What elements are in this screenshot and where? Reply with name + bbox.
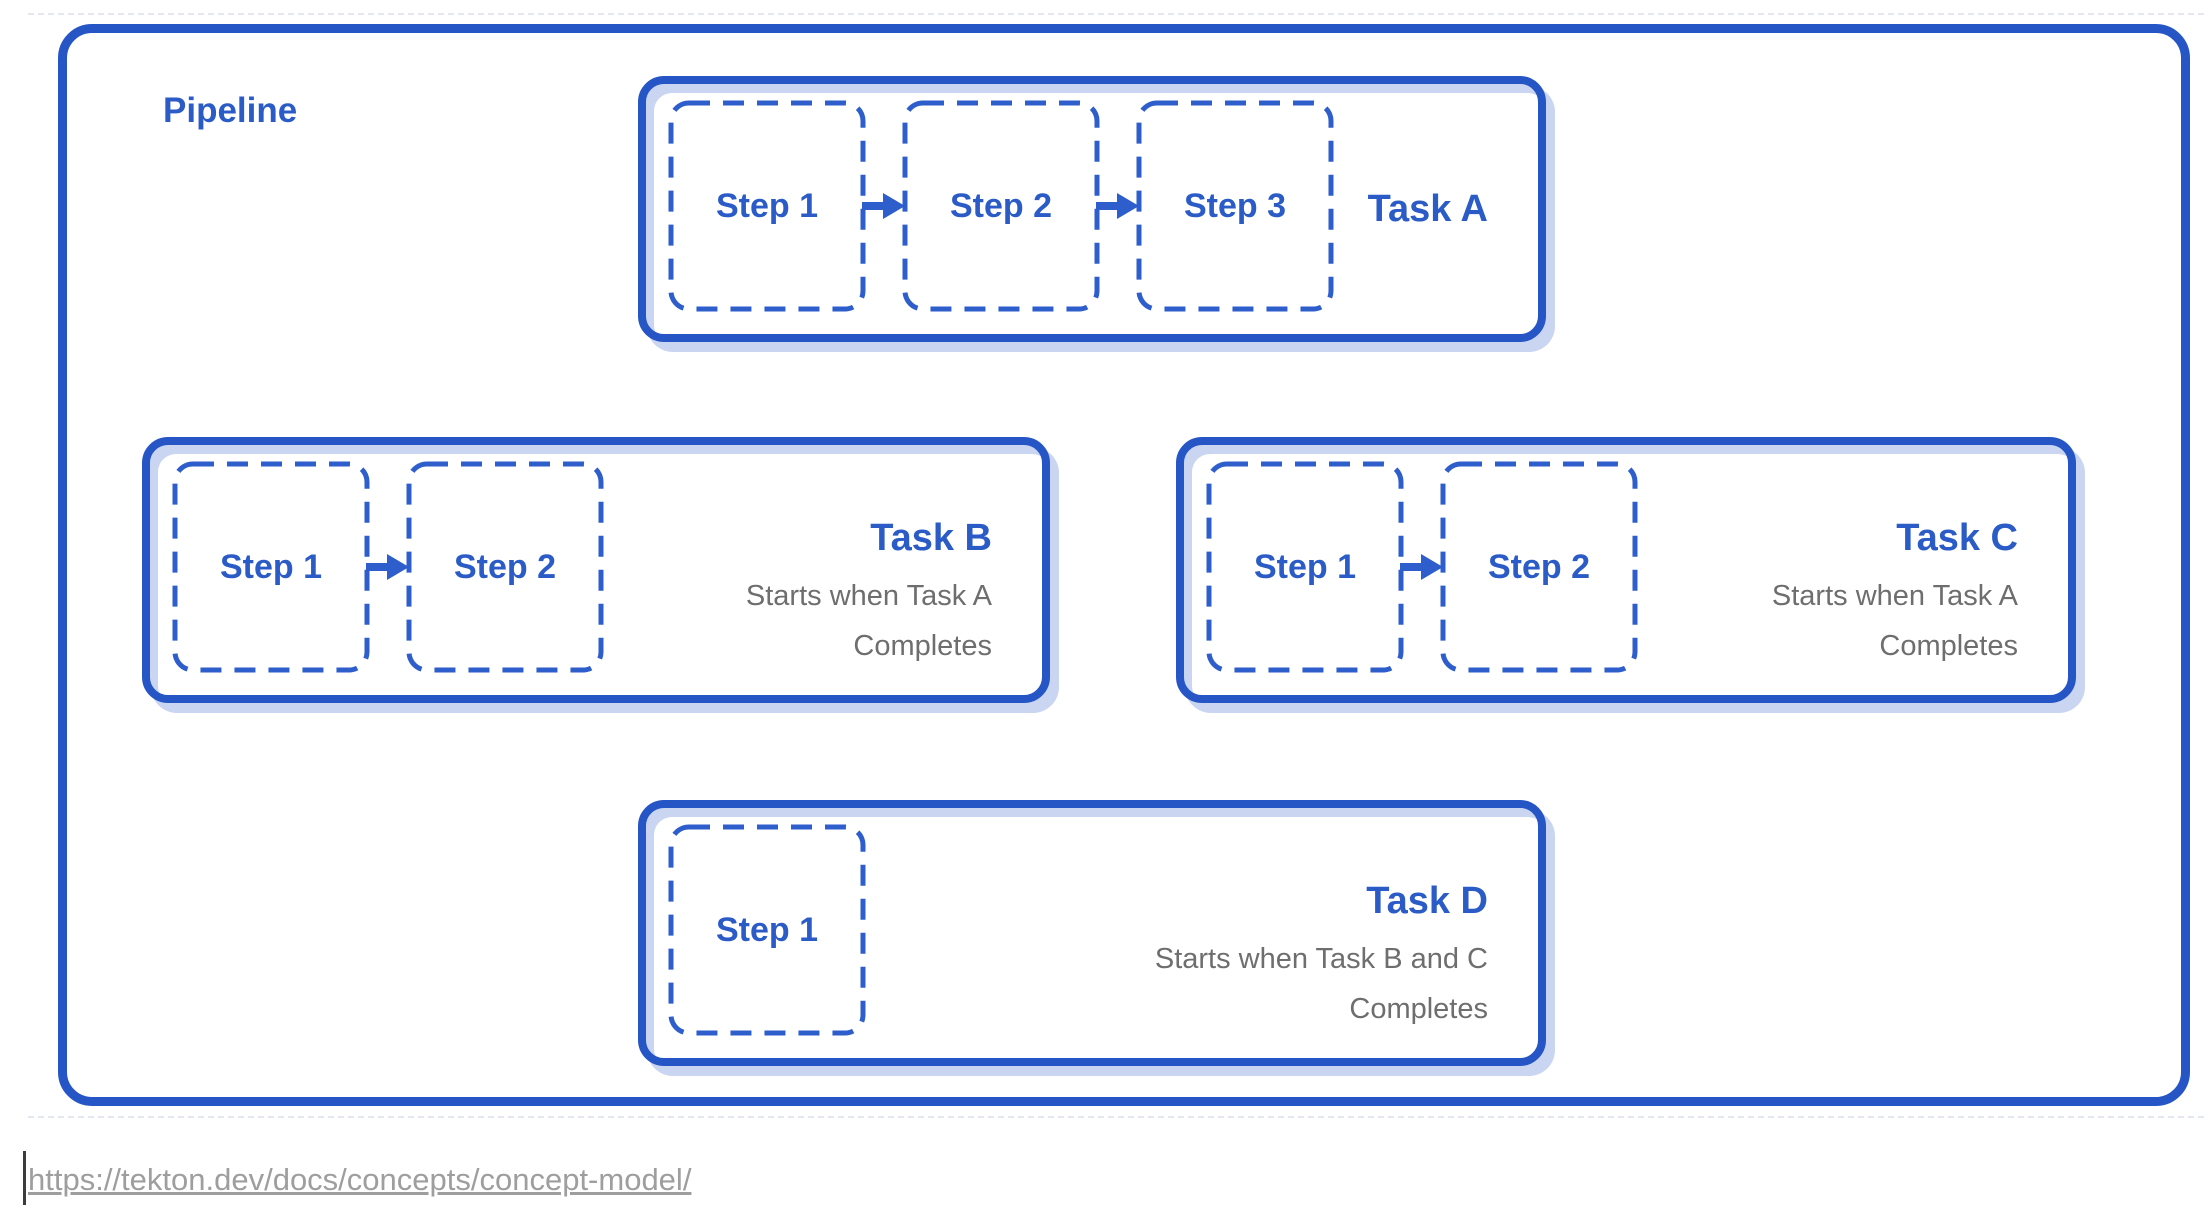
- task-title: Task B: [870, 517, 992, 559]
- step-label: Step 1: [715, 186, 819, 225]
- task-subtitle: Starts when Task B and C Completes: [1155, 934, 1488, 1034]
- task-subtitle: Starts when Task A Completes: [746, 571, 992, 671]
- faint-dashed-line-top: [28, 13, 2204, 15]
- step-box: Step 1: [668, 100, 866, 312]
- dashed-border: [1206, 461, 1404, 673]
- subtitle-line: Completes: [1879, 630, 2018, 662]
- task-subtitle: Starts when Task A Completes: [1772, 571, 2018, 671]
- subtitle-line: Starts when Task B and C: [1154, 943, 1488, 975]
- subtitle-line: Starts when Task A: [745, 580, 992, 612]
- task-a-card: Step 1 Step 2 Step 3 Task A: [638, 76, 1546, 342]
- subtitle-line: Completes: [853, 630, 992, 662]
- step-box: Step 1: [668, 824, 866, 1036]
- step-arrow-icon: [366, 554, 409, 580]
- task-b-steps: Step 1 Step 2: [172, 461, 604, 673]
- step-box: Step 2: [902, 100, 1100, 312]
- task-d-card: Step 1 Task D Starts when Task B and C C…: [638, 800, 1546, 1066]
- subtitle-line: Starts when Task A: [1771, 580, 2018, 612]
- step-label: Step 1: [219, 547, 323, 586]
- task-c-steps: Step 1 Step 2: [1206, 461, 1638, 673]
- step-arrow-icon: [1096, 193, 1139, 219]
- step-label: Step 1: [1253, 547, 1357, 586]
- text-cursor: [23, 1151, 26, 1205]
- subtitle-line: Completes: [1349, 993, 1488, 1025]
- dashed-border: [668, 100, 866, 312]
- pipeline-label: Pipeline: [163, 91, 298, 130]
- source-url-link[interactable]: https://tekton.dev/docs/concepts/concept…: [28, 1162, 692, 1197]
- step-label: Step 2: [453, 547, 557, 586]
- step-box: Step 3: [1136, 100, 1334, 312]
- task-d-info: Task D Starts when Task B and C Complete…: [1155, 878, 1488, 1034]
- faint-dashed-line-bottom: [28, 1116, 2204, 1118]
- step-box: Step 2: [406, 461, 604, 673]
- task-c-info: Task C Starts when Task A Completes: [1772, 515, 2018, 671]
- step-box: Step 1: [172, 461, 370, 673]
- task-b-card: Step 1 Step 2 Task B Starts when Task A …: [142, 437, 1050, 703]
- dashed-border: [668, 824, 866, 1036]
- dashed-border: [172, 461, 370, 673]
- step-arrow-icon: [862, 193, 905, 219]
- task-c-card: Step 1 Step 2 Task C Starts when Task A …: [1176, 437, 2076, 703]
- task-b-info: Task B Starts when Task A Completes: [746, 515, 992, 671]
- task-title: Task A: [1367, 188, 1488, 230]
- step-box: Step 2: [1440, 461, 1638, 673]
- step-label: Step 3: [1183, 186, 1287, 225]
- task-d-steps: Step 1: [668, 824, 866, 1036]
- task-a-info: Task A: [1368, 84, 1488, 334]
- step-box: Step 1: [1206, 461, 1404, 673]
- task-title: Task C: [1896, 517, 2018, 559]
- step-arrow-icon: [1400, 554, 1443, 580]
- step-label: Step 2: [949, 186, 1053, 225]
- step-label: Step 2: [1487, 547, 1591, 586]
- step-label: Step 1: [715, 910, 819, 949]
- task-a-steps: Step 1 Step 2 Step 3: [668, 100, 1334, 312]
- task-title: Task D: [1366, 880, 1488, 922]
